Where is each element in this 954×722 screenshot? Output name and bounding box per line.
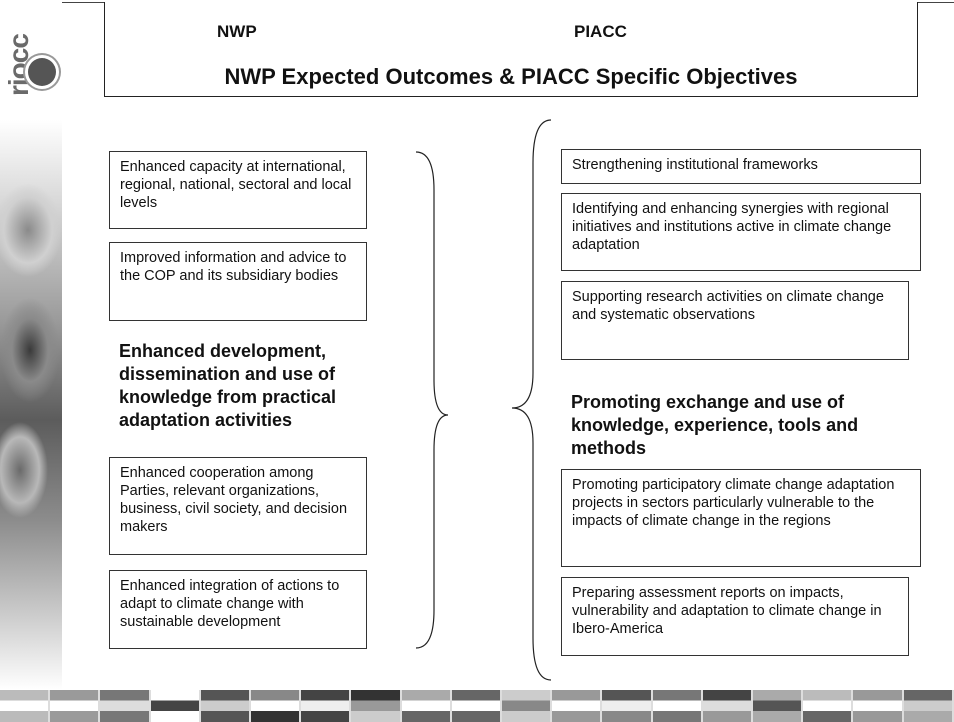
flag-icon xyxy=(753,690,804,722)
flag-icon xyxy=(702,690,754,722)
flag-icon xyxy=(0,690,51,722)
flag-icon xyxy=(602,690,653,722)
sun-icon xyxy=(28,58,56,86)
flag-icon xyxy=(251,690,302,722)
flag-icon xyxy=(502,690,553,722)
flag-icon xyxy=(552,690,603,722)
slide-title: NWP Expected Outcomes & PIACC Specific O… xyxy=(224,64,798,89)
header-nwp: NWP xyxy=(217,22,257,41)
piacc-objective-6: Preparing assessment reports on impacts,… xyxy=(561,577,909,656)
piacc-objective-4: Promoting exchange and use of knowledge,… xyxy=(560,384,920,458)
nwp-outcome-5: Enhanced integration of actions to adapt… xyxy=(109,570,367,649)
piacc-objective-3: Supporting research activities on climat… xyxy=(561,281,909,360)
right-curly-brace xyxy=(415,151,449,649)
nwp-outcome-3: Enhanced development, dissemination and … xyxy=(108,333,376,445)
flag-icon xyxy=(803,690,854,722)
flags-bar xyxy=(0,690,954,722)
nwp-outcome-4: Enhanced cooperation among Parties, rele… xyxy=(109,457,367,555)
flag-icon xyxy=(150,690,201,722)
flag-icon xyxy=(401,690,452,722)
flag-icon xyxy=(853,690,904,722)
riocc-logo: riocc xyxy=(3,34,34,96)
left-curly-brace xyxy=(511,119,552,681)
title-box xyxy=(104,2,918,97)
flag-icon xyxy=(351,690,402,722)
piacc-objective-5: Promoting participatory climate change a… xyxy=(561,469,921,567)
header-piacc: PIACC xyxy=(574,22,627,41)
piacc-objective-2: Identifying and enhancing synergies with… xyxy=(561,193,921,271)
flag-icon xyxy=(200,690,252,722)
flag-icon xyxy=(50,690,101,722)
flag-icon xyxy=(100,690,151,722)
nwp-outcome-2: Improved information and advice to the C… xyxy=(109,242,367,321)
left-decorative-strip: riocc xyxy=(0,0,62,690)
piacc-objective-1: Strengthening institutional frameworks xyxy=(561,149,921,184)
flag-icon xyxy=(903,690,954,722)
flag-icon xyxy=(451,690,503,722)
flag-icon xyxy=(301,690,352,722)
nwp-outcome-1: Enhanced capacity at international, regi… xyxy=(109,151,367,229)
flag-icon xyxy=(652,690,703,722)
